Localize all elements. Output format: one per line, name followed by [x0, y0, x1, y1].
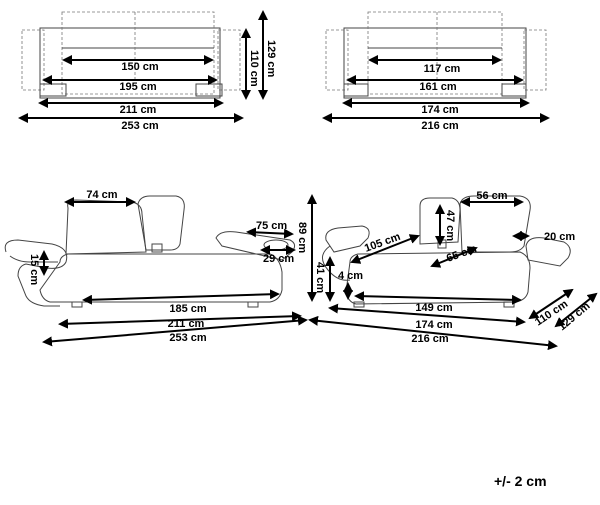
label-15: 15 cm [28, 254, 40, 285]
label-174-side: 174 cm [415, 319, 453, 331]
top-view-left: 150 cm 195 cm 211 cm 253 cm 110 cm 129 c… [18, 9, 277, 132]
label-29: 29 cm [263, 253, 294, 265]
label-110-top: 110 cm [248, 50, 260, 87]
label-161: 161 cm [419, 81, 457, 93]
label-150: 150 cm [121, 61, 159, 73]
sofa-drawing-left [4, 195, 296, 308]
label-74: 74 cm [86, 189, 117, 201]
label-89: 89 cm [296, 222, 308, 253]
label-216-side: 216 cm [411, 333, 449, 345]
side-view-right: 56 cm 47 cm 20 cm 105 cm 65 cm 41 cm 4 c… [308, 190, 598, 351]
label-20: 20 cm [544, 231, 575, 243]
label-211: 211 cm [120, 104, 157, 116]
dim-line-185 [82, 289, 280, 305]
label-117: 117 cm [424, 63, 461, 75]
label-253-side: 253 cm [169, 332, 207, 344]
top-view-right: 117 cm 161 cm 174 cm 216 cm [322, 11, 550, 132]
label-216-top: 216 cm [421, 120, 459, 132]
label-75: 75 cm [256, 220, 287, 232]
side-view-left: 74 cm 75 cm 89 cm 29 cm 15 cm 185 cm 211… [4, 189, 317, 347]
label-41: 41 cm [314, 262, 326, 293]
label-4: 4 cm [338, 270, 363, 282]
dim-line-65 [430, 246, 478, 268]
dim-line-75 [246, 227, 294, 239]
label-185: 185 cm [169, 303, 207, 315]
label-129-top: 129 cm [265, 40, 277, 78]
label-56: 56 cm [476, 190, 507, 202]
dim-line-253-side [42, 315, 308, 347]
dim-line-149 [354, 291, 522, 305]
tolerance-note: +/- 2 cm [494, 473, 547, 489]
label-47: 47 cm [444, 210, 456, 241]
dim-line-105 [350, 234, 420, 264]
dim-line-216-side [308, 315, 558, 351]
dim-line-129-side [554, 292, 598, 328]
label-253: 253 cm [121, 120, 159, 132]
label-149: 149 cm [415, 302, 453, 314]
label-195: 195 cm [119, 81, 157, 93]
label-174-top: 174 cm [421, 104, 459, 116]
